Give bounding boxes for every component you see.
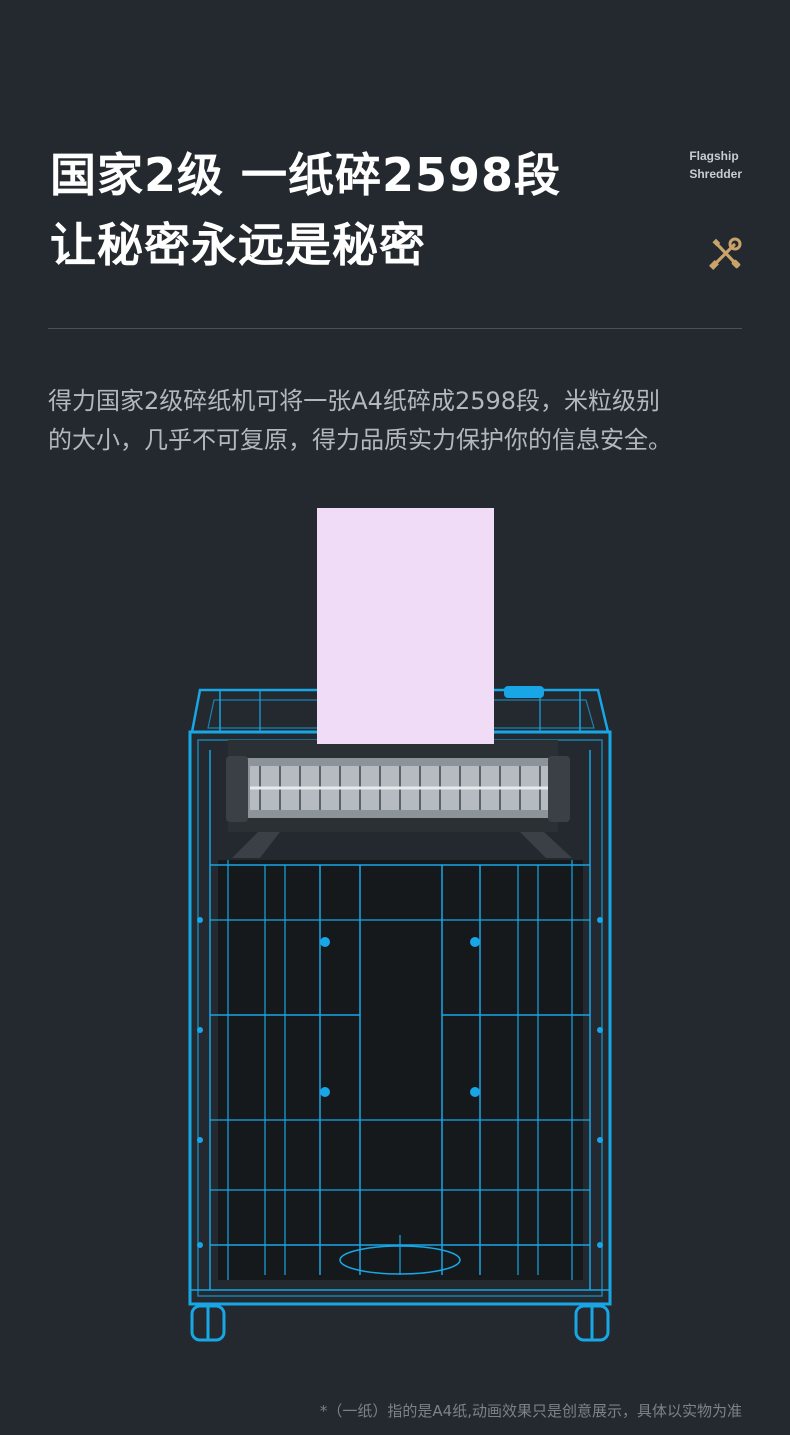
wrench-screwdriver-icon xyxy=(709,237,742,270)
disclaimer-footnote: *（一纸）指的是A4纸,动画效果只是创意展示，具体以实物为准 xyxy=(319,1402,742,1420)
bin-interior xyxy=(218,860,583,1280)
shredder-wireframe-illustration xyxy=(188,508,612,1342)
headline-line-1: 国家2级 一纸碎2598段 xyxy=(50,148,562,202)
brand-line-1: Flagship xyxy=(689,149,739,163)
caster-wheels xyxy=(190,1304,610,1342)
headline: 国家2级 一纸碎2598段 让秘密永远是秘密 xyxy=(50,140,561,280)
a4-paper-sheet xyxy=(317,508,494,744)
shredder-body-frame xyxy=(188,688,612,1306)
frame-screws xyxy=(197,917,603,1248)
brand-label: Flagship Shredder xyxy=(689,147,742,183)
description: 得力国家2级碎纸机可将一张A4纸碎成2598段，米粒级别 的大小，几乎不可复原，… xyxy=(48,382,748,460)
brand-line-2: Shredder xyxy=(689,167,742,181)
description-line-2: 的大小，几乎不可复原，得力品质实力保护你的信息安全。 xyxy=(48,426,672,454)
description-line-1: 得力国家2级碎纸机可将一张A4纸碎成2598段，米粒级别 xyxy=(48,387,661,415)
cutter-assembly xyxy=(226,740,572,858)
top-latch xyxy=(504,686,544,698)
section-divider xyxy=(48,328,742,329)
headline-line-2: 让秘密永远是秘密 xyxy=(50,218,426,272)
